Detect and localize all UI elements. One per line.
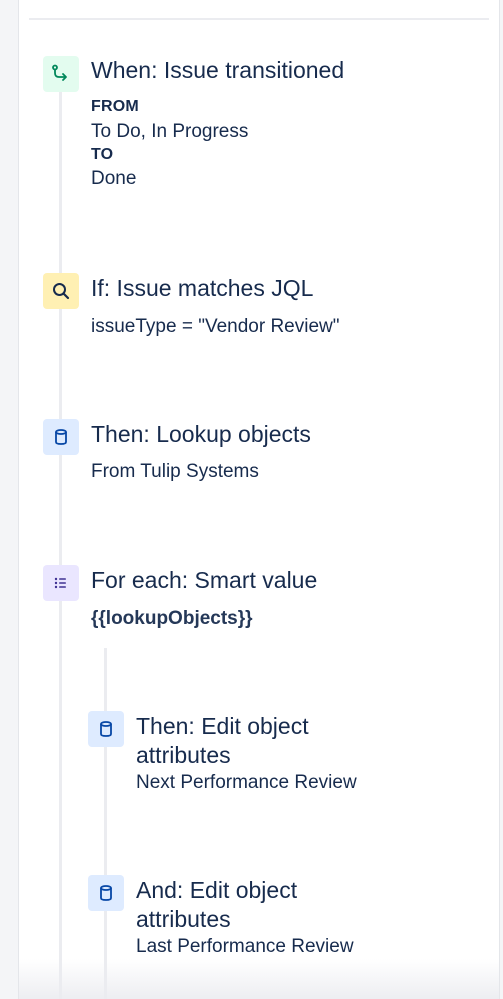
- list-icon: [54, 577, 66, 589]
- trigger-title: When: Issue transitioned: [91, 57, 345, 83]
- lookup-source: From Tulip Systems: [91, 461, 259, 482]
- condition-jql: issueType = "Vendor Review": [91, 316, 340, 337]
- nested-action-badge: [88, 711, 124, 747]
- condition-title: If: Issue matches JQL: [91, 275, 314, 301]
- flow-rail: [59, 88, 62, 999]
- database-icon: [55, 429, 67, 445]
- branch-badge: [43, 565, 79, 601]
- condition-badge: [43, 273, 79, 309]
- branch-title: For each: Smart value: [91, 567, 318, 593]
- condition-step[interactable]: If: Issue matches JQL issueType = "Vendo…: [19, 270, 489, 350]
- nested-action-step[interactable]: Then: Edit object attributes Next Perfor…: [19, 709, 489, 809]
- branch-smart-value: {{lookupObjects}}: [91, 608, 253, 629]
- lookup-title: Then: Lookup objects: [91, 421, 311, 447]
- panel-divider: [29, 18, 489, 20]
- database-icon: [100, 885, 112, 901]
- scroll-fade: [19, 959, 499, 999]
- nested-flow-rail: [104, 648, 107, 999]
- to-label: TO: [91, 146, 114, 163]
- nested-action-attribute: Next Performance Review: [136, 772, 357, 793]
- nested-action-title: Then: Edit object attributes: [136, 713, 309, 768]
- trigger-badge: [43, 56, 79, 92]
- branch-step[interactable]: For each: Smart value {{lookupObjects}}: [19, 563, 489, 643]
- nested-action-title: And: Edit object attributes: [136, 877, 298, 932]
- to-value: Done: [91, 168, 137, 189]
- rule-builder-panel: When: Issue transitioned FROM To Do, In …: [18, 0, 500, 999]
- branch-arrow-icon: [52, 64, 67, 81]
- trigger-step[interactable]: When: Issue transitioned FROM To Do, In …: [19, 52, 489, 202]
- nested-action-attribute: Last Performance Review: [136, 936, 354, 957]
- from-label: FROM: [91, 98, 139, 115]
- from-value: To Do, In Progress: [91, 121, 249, 142]
- lookup-badge: [43, 419, 79, 455]
- page-background-strip: [0, 0, 18, 999]
- database-icon: [100, 721, 112, 737]
- lookup-step[interactable]: Then: Lookup objects From Tulip Systems: [19, 416, 489, 496]
- nested-action-step[interactable]: And: Edit object attributes Last Perform…: [19, 873, 489, 973]
- nested-action-badge: [88, 875, 124, 911]
- search-icon: [53, 283, 70, 300]
